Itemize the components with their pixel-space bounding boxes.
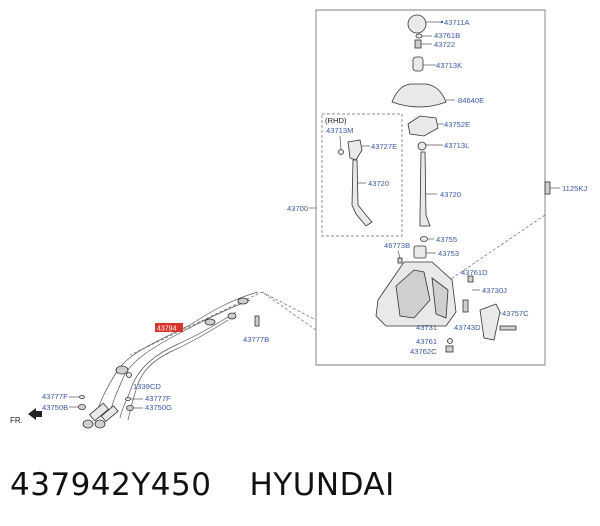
clip-43761b [415,33,423,39]
rhd-subassembly-box [321,113,403,237]
label-43762c: 43762C [410,347,437,356]
label-43700: 43700 [287,204,308,213]
bushing-43753 [413,245,427,259]
front-direction-arrow-icon [28,408,42,420]
shift-cable-assembly [82,291,259,429]
label-1125kj: 1125KJ [562,184,587,193]
frame-link-line [261,291,317,321]
label-43761b: 43761B [434,31,460,40]
spring-43722 [414,39,422,49]
label-43727e: 43727E [371,142,397,151]
label-43777f-left: 43777F [42,392,68,401]
label-46773b: 46773B [384,241,410,250]
clip-43761 [447,338,453,344]
bolt-43743d [462,299,469,313]
label-43750b: 43750B [42,403,68,412]
label-84640e: 84640E [458,96,484,105]
ball-43713m [338,149,344,155]
sleeve-43713k [412,56,424,72]
label-43713k: 43713K [436,61,462,70]
bolt-1125kj [544,181,551,195]
label-43730j: 43730J [482,286,507,295]
shift-knob [407,14,427,34]
label-fr: FR. [10,416,23,425]
bracket-43752e [407,115,439,137]
pin-46773b [397,257,403,264]
label-43794: 43794 [157,326,177,333]
label-43777b: 43777B [243,335,269,344]
label-43761d: 43761D [461,268,488,277]
bracket-43757c [479,303,501,341]
ball-43713l [417,141,427,151]
label-43777f-right: 43777F [145,394,171,403]
label-43731: 43731 [416,323,437,332]
lever-head-43727e [347,139,363,161]
nut-43762c [445,345,454,353]
label-43757c: 43757C [502,309,529,318]
label-43750g: 43750G [145,403,172,412]
label-43711a: 43711A [444,18,471,27]
shift-boot-84640e [391,83,447,108]
label-43713l: 43713L [444,141,469,150]
label-1339cd: 1339CD [133,382,161,391]
part-caption: 437942Y450 HYUNDAI [10,455,590,515]
label-43743d: 43743D [454,323,481,332]
label-43722: 43722 [434,40,455,49]
ring-43755 [420,236,428,242]
brand-name: HYUNDAI [249,467,395,503]
clip-43761d [467,275,474,283]
label-43752e: 43752E [444,120,470,129]
assembly-frame [315,9,546,366]
label-43755: 43755 [436,235,457,244]
part-number: 437942Y450 [10,467,212,503]
lever-rod-rhd [351,159,373,227]
clip-43777b [254,315,260,327]
bolt-43757c [499,325,517,331]
lever-rod-43720 [419,151,431,227]
label-43713m: 43713M [326,126,353,135]
label-43761: 43761 [416,337,437,346]
part-highlight-43794 [155,323,183,332]
label-43753: 43753 [438,249,459,258]
label-43720-left: 43720 [368,179,389,188]
label-43720-right: 43720 [440,190,461,199]
label-rhd: (RHD) [325,116,347,125]
bolt-1339cd [126,372,132,378]
